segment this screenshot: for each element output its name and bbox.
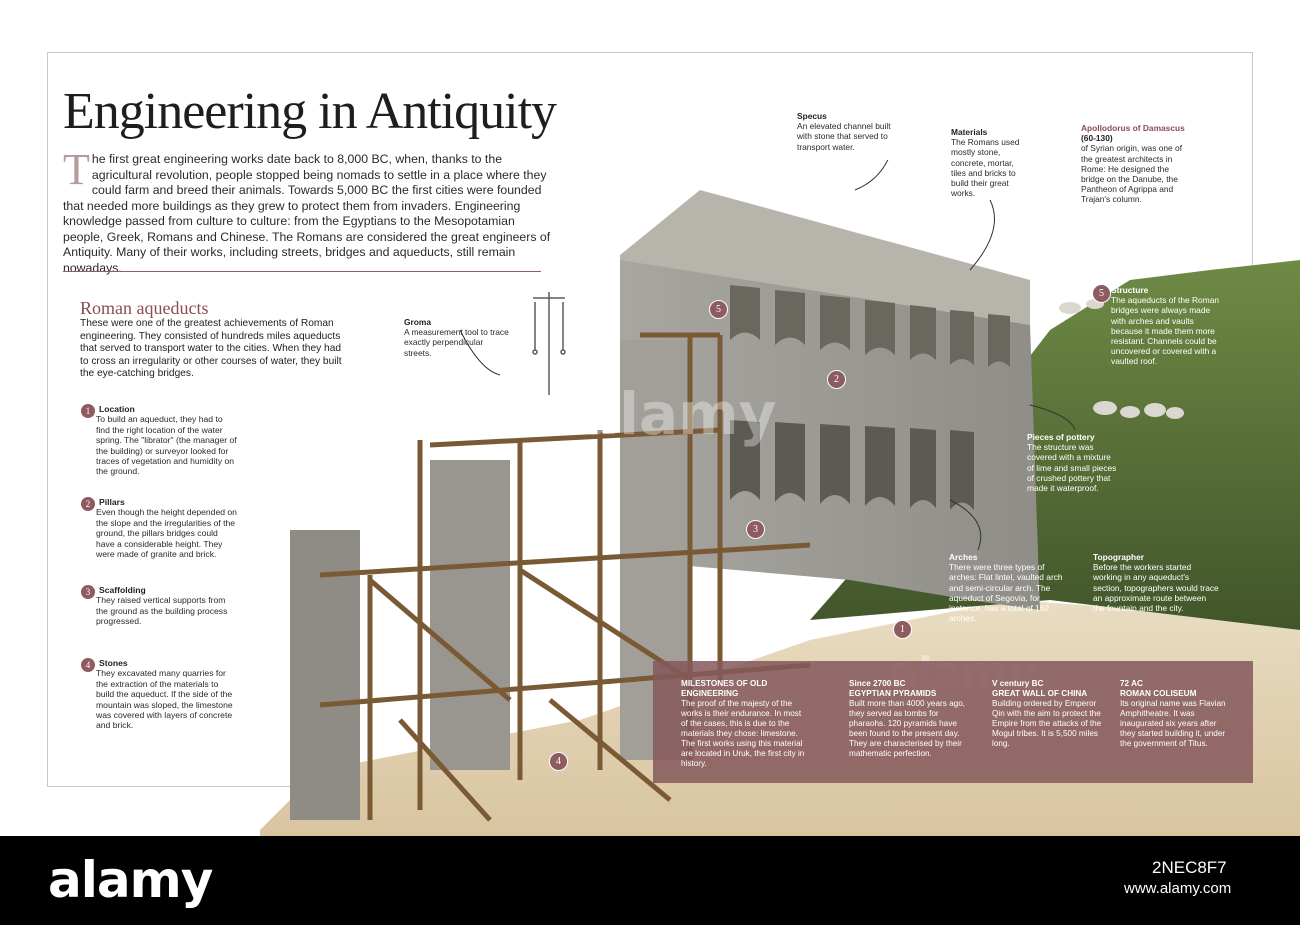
step-number: 1 (81, 404, 95, 418)
footer-url: www.alamy.com (1124, 880, 1232, 897)
step-location: 1 Location To build an aqueduct, they ha… (78, 404, 238, 477)
marker-pillars: 2 (827, 370, 846, 389)
pillar-left (290, 530, 360, 820)
step-pillars: 2 Pillars Even though the height depende… (78, 497, 238, 559)
milestone-coliseum: 72 AC ROMAN COLISEUM Its original name w… (1120, 679, 1230, 749)
step-body: Even though the height depended on the s… (96, 507, 237, 560)
callout-heading: Pieces of pottery (1027, 432, 1095, 442)
callout-heading: Arches (949, 552, 978, 562)
callout-heading: Structure (1111, 285, 1149, 295)
milestone-title: ROMAN COLISEUM (1120, 689, 1197, 698)
callout-structure: Structure The aqueducts of the Roman bri… (1111, 285, 1224, 367)
marker-stones: 5 (709, 300, 728, 319)
step-scaffolding: 3 Scaffolding They raised vertical suppo… (78, 585, 238, 627)
groma-tool (532, 292, 566, 395)
step-body: They raised vertical supports from the g… (96, 595, 228, 627)
marker-location: 1 (893, 620, 912, 639)
callout-body: A measurement tool to trace exactly perp… (404, 327, 509, 358)
milestone-great-wall: V century BC GREAT WALL OF CHINA Buildin… (992, 679, 1104, 749)
callout-body: The Romans used mostly stone, concrete, … (951, 137, 1020, 199)
callout-arches: Arches There were three types of arches:… (949, 552, 1069, 623)
milestone-date: Since 2700 BC (849, 679, 906, 688)
footer-bar (0, 836, 1300, 925)
callout-body: of Syrian origin, was one of the greates… (1081, 143, 1183, 205)
callout-heading: Groma (404, 317, 431, 327)
intro-dropcap: T (63, 145, 90, 194)
watermark-center: alamy (580, 380, 777, 448)
step-heading: Location (99, 404, 135, 414)
image-code: 2NEC8F7 (1152, 858, 1227, 877)
callout-heading: Topographer (1093, 552, 1145, 562)
milestone-date: 72 AC (1120, 679, 1143, 688)
callout-years: (60-130) (1081, 133, 1113, 144)
milestone-date: V century BC (992, 679, 1044, 688)
callout-apollodorus: Apollodorus of Damascus (60-130) of Syri… (1081, 123, 1191, 205)
upper-arches (730, 285, 1010, 367)
marker-stones-ground: 4 (549, 752, 568, 771)
callout-heading: Materials (951, 127, 988, 137)
roman-aqueducts-text: These were one of the greatest achieveme… (80, 318, 342, 379)
step-body: To build an aqueduct, they had to find t… (96, 414, 237, 477)
step-stones: 4 Stones They excavated many quarries fo… (78, 658, 238, 731)
step-number: 2 (81, 497, 95, 511)
milestone-title: EGYPTIAN PYRAMIDS (849, 689, 937, 698)
roman-aqueducts-heading: Roman aqueducts (80, 298, 209, 318)
intro-text: he first great engineering works date ba… (63, 152, 551, 275)
callout-pottery: Pieces of pottery The structure was cove… (1027, 432, 1119, 493)
milestone-pyramids: Since 2700 BC EGYPTIAN PYRAMIDS Built mo… (849, 679, 967, 759)
alamy-logo: alamy (48, 851, 213, 909)
milestone-body: The proof of the majesty of the works is… (681, 699, 805, 768)
step-number: 3 (81, 585, 95, 599)
callout-groma: Groma A measurement tool to trace exactl… (404, 317, 509, 358)
page-title: Engineering in Antiquity (63, 83, 557, 140)
callout-body: Before the workers started working in an… (1093, 562, 1219, 614)
step-number: 4 (81, 658, 95, 672)
callout-materials: Materials The Romans used mostly stone, … (951, 127, 1026, 198)
marker-structure: 5 (1092, 284, 1111, 303)
step-heading: Stones (99, 658, 128, 668)
milestone-old-engineering: MILESTONES OF OLD ENGINEERING The proof … (681, 679, 805, 769)
callout-body: The structure was covered with a mixture… (1027, 442, 1117, 494)
lower-arches (730, 420, 974, 510)
milestone-title: GREAT WALL OF CHINA (992, 689, 1088, 698)
callout-topographer: Topographer Before the workers started w… (1093, 552, 1219, 613)
callout-heading: Specus (797, 111, 827, 121)
callout-body: The aqueducts of the Roman bridges were … (1111, 295, 1220, 367)
callout-body: There were three types of arches: Flat l… (949, 562, 1063, 624)
intro-divider (63, 271, 541, 272)
milestones-panel: MILESTONES OF OLD ENGINEERING The proof … (653, 661, 1253, 783)
milestone-body: Its original name was Flavian Amphitheat… (1120, 699, 1226, 748)
step-heading: Scaffolding (99, 585, 146, 595)
pillar-middle (430, 460, 510, 770)
callout-heading: Apollodorus of Damascus (1081, 123, 1185, 133)
callout-body: An elevated channel built with stone tha… (797, 121, 891, 152)
milestone-body: Built more than 4000 years ago, they ser… (849, 699, 966, 758)
milestone-body: Building ordered by Emperor Qin with the… (992, 699, 1102, 748)
milestone-date: MILESTONES OF OLD (681, 679, 768, 688)
step-heading: Pillars (99, 497, 125, 507)
milestone-title: ENGINEERING (681, 689, 739, 698)
callout-leaders (459, 160, 1076, 551)
step-body: They excavated many quarries for the ext… (96, 668, 233, 731)
marker-scaffolding: 3 (746, 520, 765, 539)
callout-specus: Specus An elevated channel built with st… (797, 111, 893, 152)
